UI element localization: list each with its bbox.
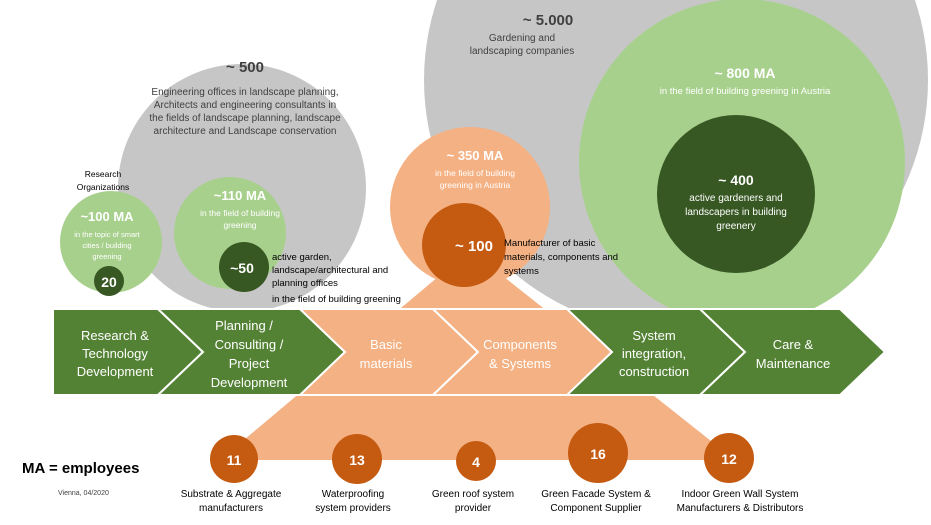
planning-offices-desc: active garden, <box>272 252 332 263</box>
bottom-label: Waterproofing <box>322 489 384 500</box>
manufacturing-ma-value: ~ 350 MA <box>447 148 504 163</box>
bottom-bubble-indoor-wall <box>704 433 754 483</box>
legend-text: MA = employees <box>22 460 139 477</box>
planning-offices-desc: landscape/architectural and <box>272 265 388 276</box>
chain-step-care <box>697 308 887 396</box>
manufacturers-desc: Manufacturer of basic <box>504 238 596 249</box>
bottom-value: 11 <box>227 452 242 468</box>
planning-offices-bubble <box>219 242 269 292</box>
planning-ma-desc: greening <box>223 220 256 230</box>
chain-label: Planning / <box>215 318 273 333</box>
manufacturers-desc: systems <box>504 266 539 277</box>
research-ma-value: ~100 MA <box>80 209 134 224</box>
bottom-value: 13 <box>349 452 365 468</box>
greening-ma-value: ~ 800 MA <box>714 65 775 81</box>
chain-label: Development <box>211 375 288 390</box>
research-employees-bubble <box>60 191 162 293</box>
manufacturers-value: ~ 100 <box>455 238 493 255</box>
planning-offices-desc: planning offices <box>272 278 338 289</box>
engineering-desc: architecture and Landscape conservation <box>154 126 337 137</box>
chain-label: Care & <box>773 337 814 352</box>
active-gardeners-desc: landscapers in building <box>685 207 787 218</box>
research-ma-desc: cities / building <box>82 241 131 250</box>
manufacturing-ma-desc: greening in Austria <box>440 180 511 190</box>
research-orgs-value: 20 <box>101 274 117 290</box>
planning-offices-value: ~50 <box>230 260 254 276</box>
gardening-desc: Gardening and <box>489 33 555 44</box>
planning-ma-value: ~110 MA <box>214 188 267 203</box>
chain-label: System <box>632 328 675 343</box>
research-ma-desc: in the topic of smart <box>74 230 140 239</box>
bottom-label: Substrate & Aggregate <box>181 489 282 500</box>
chain-label: integration, <box>622 346 686 361</box>
bottom-bubble-waterproofing <box>332 434 382 484</box>
research-label: Research <box>85 169 122 179</box>
bottom-label: Manufacturers & Distributors <box>677 503 804 514</box>
chain-label: Maintenance <box>756 356 830 371</box>
chain-label: Research & <box>81 328 149 343</box>
bottom-label: Green Facade System & <box>541 489 651 500</box>
active-gardeners-desc: greenery <box>716 221 755 232</box>
bottom-label: Green roof system <box>432 489 514 500</box>
research-ma-desc: greening <box>92 252 121 261</box>
research-organizations-bubble <box>94 266 124 296</box>
planning-ma-desc: in the field of building <box>200 208 280 218</box>
chain-label: materials <box>360 356 413 371</box>
footer-date: Vienna, 04/2020 <box>58 490 109 497</box>
active-gardeners-value: ~ 400 <box>718 172 754 188</box>
active-gardeners-desc: active gardeners and <box>689 193 782 204</box>
planning-offices-desc: in the field of building greening <box>272 294 401 305</box>
chain-label: Consulting / <box>215 337 284 352</box>
chain-label: construction <box>619 364 689 379</box>
bottom-bubble-green-roof <box>456 441 496 481</box>
bottom-label: manufacturers <box>199 503 263 514</box>
engineering-desc: the fields of landscape planning, landsc… <box>149 113 341 124</box>
chain-label: Components <box>483 337 557 352</box>
active-gardeners-bubble <box>657 115 815 273</box>
chain-label: & Systems <box>489 356 552 371</box>
chain-label: Development <box>77 364 154 379</box>
bottom-label: system providers <box>315 503 391 514</box>
bottom-value: 16 <box>590 446 606 462</box>
bottom-label: provider <box>455 503 492 514</box>
bottom-bubble-substrate <box>210 435 258 483</box>
engineering-desc: Engineering offices in landscape plannin… <box>151 87 338 98</box>
bottom-label: Component Supplier <box>550 503 642 514</box>
bottom-label: Indoor Green Wall System <box>682 489 799 500</box>
engineering-value: ~ 500 <box>226 59 264 76</box>
engineering-desc: Architects and engineering consultants i… <box>154 100 336 111</box>
manufacturing-ma-desc: in the field of building <box>435 168 515 178</box>
bottom-value: 12 <box>721 451 737 467</box>
manufacturers-bubble <box>422 203 506 287</box>
gardening-value: ~ 5.000 <box>523 12 573 29</box>
chain-label: Project <box>229 356 270 371</box>
gardening-desc: landscaping companies <box>470 46 575 57</box>
chain-label: Basic <box>370 337 402 352</box>
research-label: Organizations <box>77 182 129 192</box>
greening-ma-desc: in the field of building greening in Aus… <box>660 86 831 97</box>
bottom-value: 4 <box>472 454 480 470</box>
bottom-bubble-green-facade <box>568 423 628 483</box>
chain-label: Technology <box>82 346 148 361</box>
manufacturers-desc: materials, components and <box>504 252 618 263</box>
